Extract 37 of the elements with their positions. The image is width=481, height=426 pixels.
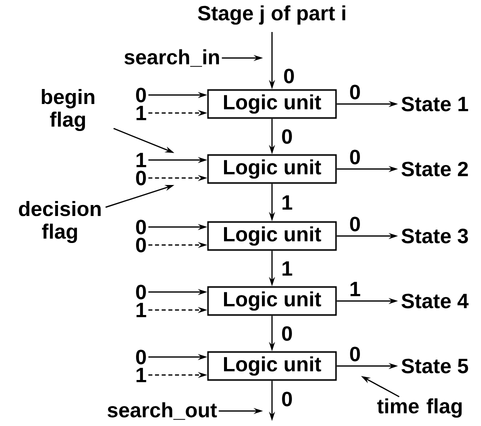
edge-label: 1	[282, 261, 292, 276]
state-label: State 2	[402, 162, 468, 176]
logic-unit-box: Logic unit	[207, 351, 337, 381]
input-bit: 0	[136, 220, 146, 234]
state-label: State 5	[402, 358, 468, 374]
annotation-text: search_in	[124, 49, 219, 67]
annotation-text: search_out	[108, 402, 217, 420]
logic-unit-box: Logic unit	[207, 89, 337, 119]
title: Stage j of part i	[198, 5, 346, 25]
annotation-text: decision flag	[18, 201, 101, 243]
input-bit: 1	[136, 368, 146, 382]
input-bit: 1	[136, 302, 146, 318]
state-label: State 4	[402, 294, 469, 308]
logic-unit-box: Logic unit	[207, 286, 337, 316]
edge-label: 1	[350, 282, 360, 296]
edge-label: 0	[282, 129, 292, 144]
edge-label: 0	[350, 84, 360, 100]
input-bit: 0	[136, 170, 146, 186]
input-bit: 0	[136, 238, 146, 252]
input-bit: 0	[136, 88, 146, 102]
input-bit: 1	[136, 152, 146, 168]
input-bit: 0	[136, 350, 146, 364]
logic-unit-box: Logic unit	[207, 154, 337, 184]
input-bit: 1	[136, 106, 146, 120]
state-label: State 3	[402, 228, 468, 244]
edge-label: 0	[282, 326, 292, 341]
state-label: State 1	[402, 96, 468, 112]
edge-label: 0	[282, 392, 292, 406]
logic-unit-box: Logic unit	[207, 221, 337, 251]
annotation-text: time flag	[377, 398, 462, 418]
edge-label: 1	[282, 195, 292, 210]
edge-label: 0	[350, 346, 360, 362]
input-bit: 0	[136, 284, 146, 300]
edge-label: 0	[350, 216, 360, 232]
edge-label: 0	[284, 68, 294, 84]
annotation-text: begin flag	[42, 89, 94, 131]
edge-label: 0	[350, 150, 360, 164]
